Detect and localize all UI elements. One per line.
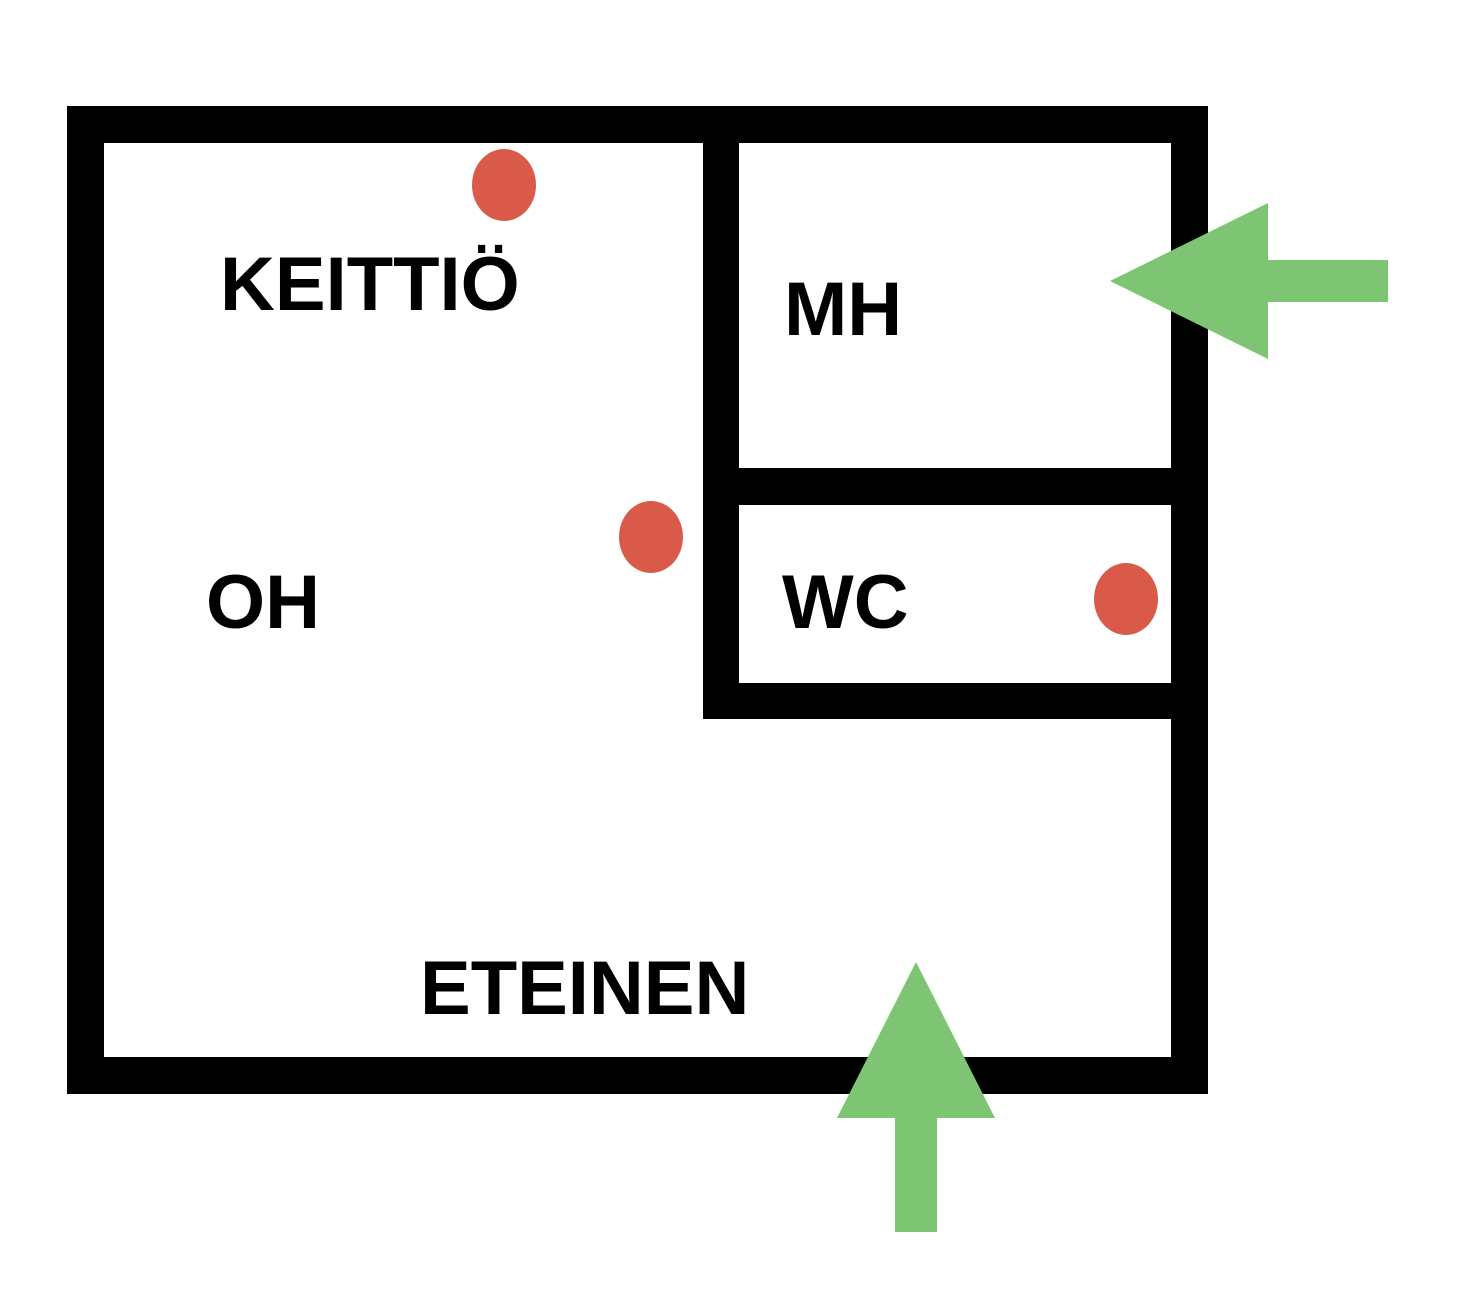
wall-bottom [67,1057,1207,1094]
room-label-bedroom: MH [784,267,902,352]
red-dot-icon [1094,563,1158,635]
arrow-left-icon [1110,203,1388,359]
arrow-up-icon [837,962,995,1232]
wall-mh-wc-divider [703,468,1208,505]
wall-top [67,106,1207,143]
wall-left [67,106,104,1094]
room-label-living-room: OH [206,560,320,645]
red-dot-icon [619,501,683,573]
markers [472,149,1158,635]
room-label-kitchen: KEITTIÖ [220,242,520,327]
room-labels: KEITTIÖ MH OH WC ETEINEN [206,242,909,1031]
room-label-toilet: WC [782,560,909,645]
red-dot-icon [472,149,536,221]
wall-inner-vertical [703,106,739,718]
entry-arrows [837,203,1388,1232]
room-label-hallway: ETEINEN [420,946,749,1031]
wall-wc-bottom [703,683,1208,719]
